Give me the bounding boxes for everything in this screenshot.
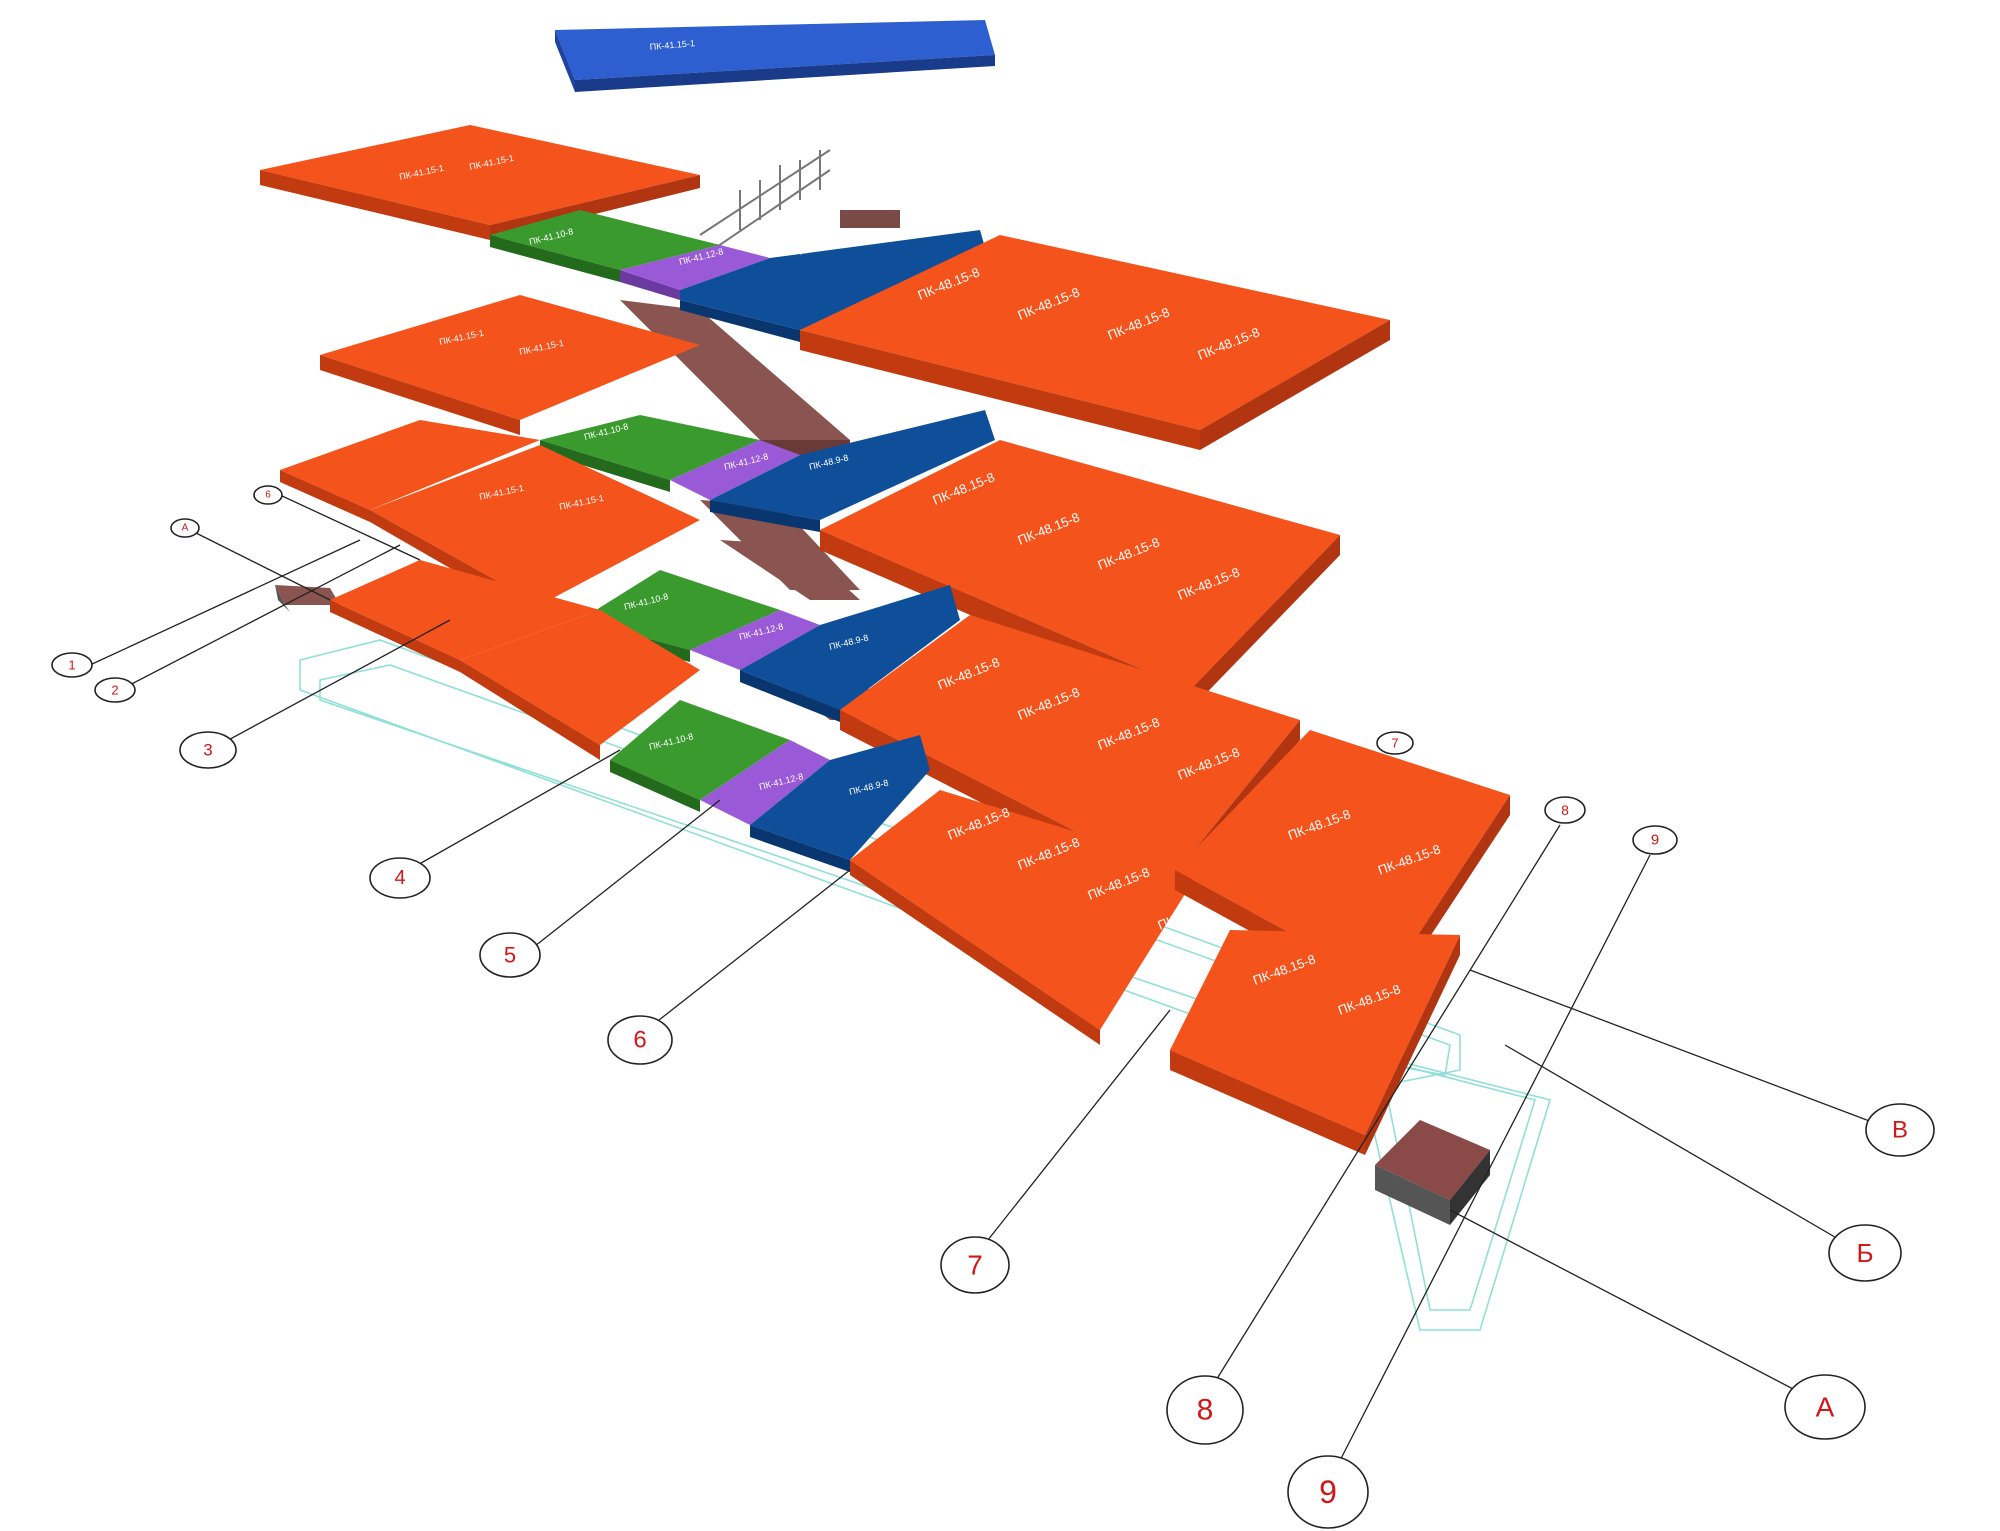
slab-roof-blue: ПК-41.15-1: [555, 20, 995, 92]
slab-floor1-strip: ПК-41.10-8 ПК-41.12-8 ПК-48.9-8: [610, 700, 930, 872]
slab-floor2-strip: ПК-41.10-8 ПК-41.12-8 ПК-48.9-8: [580, 570, 960, 722]
axis-bubble-A-small: А: [170, 518, 200, 538]
axis-label-1: 1: [68, 658, 75, 673]
slab-floor3-strip: ПК-41.10-8 ПК-41.12-8 ПК-48.9-8: [540, 410, 995, 532]
axis-bubble-9-small: 9: [1632, 825, 1678, 855]
axis-label-6-small: 6: [265, 490, 271, 501]
axis-label-8-small: 8: [1561, 802, 1569, 818]
axis-bubble-1: 1: [51, 652, 93, 678]
slab-floor4-right: ПК-48.15-8 ПК-48.15-8 ПК-48.15-8 ПК-48.1…: [800, 235, 1390, 450]
axis-label-4: 4: [394, 867, 405, 889]
axis-label-7: 7: [967, 1250, 983, 1281]
axis-bubble-B: Б: [1828, 1224, 1902, 1282]
axis-bubble-7-small: 7: [1376, 731, 1414, 755]
axis-bubble-7: 7: [940, 1236, 1010, 1294]
axis-label-3: 3: [203, 741, 212, 760]
axis-bubble-3: 3: [179, 731, 237, 769]
slab-floor4-strip: ПК-41.10-8 ПК-41.12-8 ПК-48.9-8: [490, 210, 990, 342]
axis-bubble-5: 5: [479, 932, 541, 978]
axis-label-6: 6: [633, 1027, 646, 1054]
axis-bubble-6-small: 6: [253, 485, 283, 505]
axis-bubble-8-small: 8: [1544, 796, 1586, 824]
axis-label-V: В: [1892, 1117, 1908, 1144]
axis-bubble-V: В: [1865, 1103, 1935, 1157]
axis-label-9: 9: [1319, 1474, 1337, 1510]
axis-label-5: 5: [504, 943, 516, 968]
axis-bubble-8: 8: [1166, 1375, 1244, 1445]
axis-bubble-9: 9: [1287, 1455, 1369, 1529]
axis-label-A: А: [1816, 1392, 1835, 1423]
axis-markers: 1 2 3 4 5 6 6 7: [51, 485, 1935, 1529]
stair-flights: [275, 149, 900, 720]
axis-label-8: 8: [1197, 1394, 1214, 1427]
granite-block: [1375, 1120, 1490, 1225]
axis-label-2: 2: [111, 683, 118, 698]
axis-bubble-A: А: [1784, 1374, 1866, 1440]
axis-bubble-6: 6: [607, 1015, 673, 1065]
slab-floor1-left: [330, 560, 700, 760]
slab-floor4-left: ПК-41.15-1 ПК-41.15-1: [260, 125, 700, 240]
leader-lines: [89, 494, 1881, 1481]
axis-label-B: Б: [1856, 1238, 1873, 1268]
axis-bubble-4: 4: [369, 857, 431, 899]
foundation-outline: [299, 639, 1552, 1331]
roof-slab-label: ПК-41.15-1: [649, 38, 695, 52]
axis-label-7-small: 7: [1391, 736, 1398, 751]
axis-label-A-small: А: [182, 523, 189, 534]
slab-annex-lower: ПК-48.15-8 ПК-48.15-8: [1170, 930, 1460, 1155]
slab-floor3-left: ПК-41.15-1 ПК-41.15-1: [320, 295, 700, 435]
axis-bubble-2: 2: [94, 677, 136, 703]
axis-label-9-small: 9: [1651, 832, 1659, 849]
